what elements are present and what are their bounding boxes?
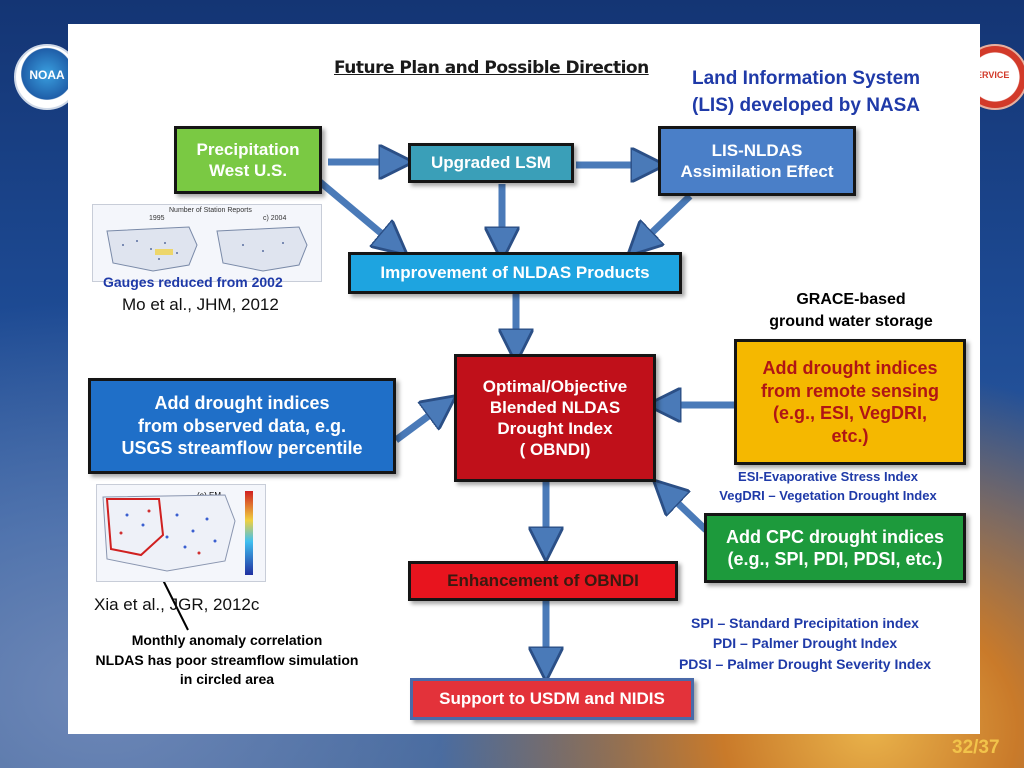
page-number: 32/37 [952,737,1000,759]
box-support-usdm: Support to USDM and NIDIS [410,678,694,720]
box-lis-nldas: LIS-NLDAS Assimilation Effect [658,126,856,196]
grace-note: GRACE-based ground water storage [748,289,954,334]
mo-reference: Mo et al., JHM, 2012 [122,295,279,315]
esi-vegdri-note: ESI-Evaporative Stress Index VegDRI – Ve… [694,468,962,506]
box-enhancement: Enhancement of OBNDI [408,561,678,601]
xia-reference: Xia et al., JGR, 2012c [94,595,259,615]
arrow-observed-to-obndi [396,406,442,440]
em-map-figure: (e) EM [96,484,266,582]
arrow-precip-to-improvement [320,182,394,244]
gauge-maps-figure: Number of Station Reports 1995 c) 2004 [92,204,322,282]
monthly-anomaly-note: Monthly anomaly correlation NLDAS has po… [60,631,394,690]
box-remote-sensing: Add drought indices from remote sensing … [734,339,966,465]
box-cpc-indices: Add CPC drought indices (e.g., SPI, PDI,… [704,513,966,583]
box-observed-indices: Add drought indices from observed data, … [88,378,396,474]
box-upgraded-lsm: Upgraded LSM [408,143,574,183]
box-obndi: Optimal/Objective Blended NLDAS Drought … [454,354,656,482]
slide-title: Future Plan and Possible Direction [334,58,649,78]
em-map [97,485,265,581]
lis-note: Land Information System (LIS) developed … [692,66,920,119]
arrow-lis-to-improvement [640,196,690,244]
box-precipitation: Precipitation West U.S. [174,126,322,194]
box-improvement-nldas: Improvement of NLDAS Products [348,252,682,294]
gauge-maps [93,205,321,281]
spi-pdi-note: SPI – Standard Precipitation index PDI –… [646,613,964,674]
gauges-note: Gauges reduced from 2002 [103,272,283,292]
